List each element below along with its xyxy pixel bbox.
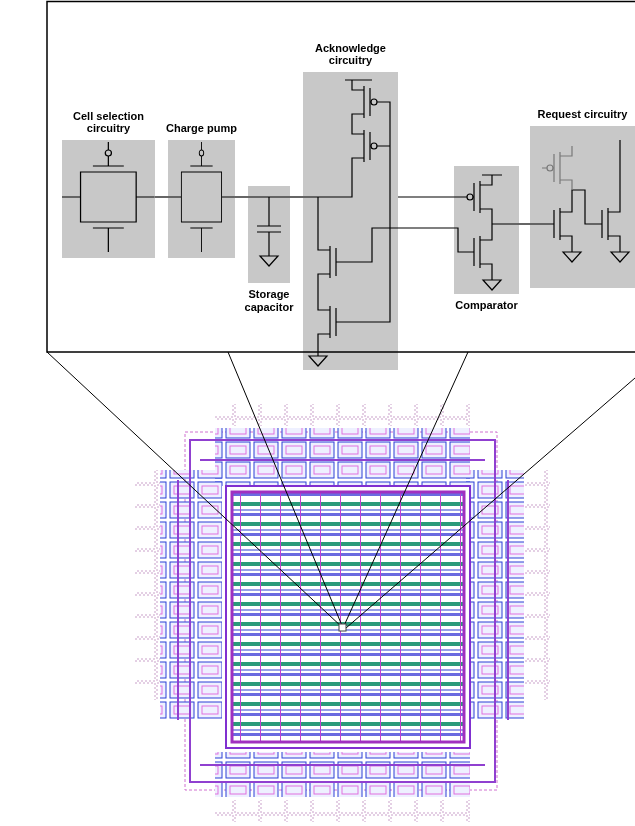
metal-wiring	[178, 440, 508, 782]
circuit-wire	[155, 196, 168, 197]
block-label: Cell selection circuitry	[61, 110, 157, 135]
block-label: Request circuitry	[537, 108, 629, 121]
circuit-block: Storage capacitor	[248, 186, 290, 283]
circuit-block: Request circuitry	[530, 126, 635, 288]
pad-column	[135, 470, 160, 700]
circuit-wire	[398, 227, 454, 228]
pad-row	[215, 800, 470, 822]
layout-grid	[185, 432, 497, 790]
circuit-block: Comparator	[454, 166, 519, 294]
pad-row	[215, 404, 470, 426]
zoom-line	[47, 352, 635, 628]
block-label: Comparator	[445, 299, 529, 312]
chip-layout	[135, 404, 550, 822]
circuit-wire	[290, 196, 303, 197]
circuit-wire	[235, 196, 248, 197]
block-label: Charge pump	[159, 122, 245, 135]
zoom-lines	[47, 352, 635, 628]
circuit-wire	[519, 223, 530, 224]
io-cells	[215, 752, 470, 797]
circuit-block: Acknowledge circuitry	[303, 72, 398, 370]
selected-cell	[339, 624, 346, 631]
block-label: Storage capacitor	[233, 288, 305, 313]
circuit-block: Charge pump	[168, 140, 235, 258]
block-label: Acknowledge circuitry	[303, 42, 399, 67]
circuit-wire	[398, 196, 454, 197]
pad-column	[525, 470, 550, 700]
circuit-block: Cell selection circuitry	[62, 140, 155, 258]
io-cells	[215, 428, 470, 486]
